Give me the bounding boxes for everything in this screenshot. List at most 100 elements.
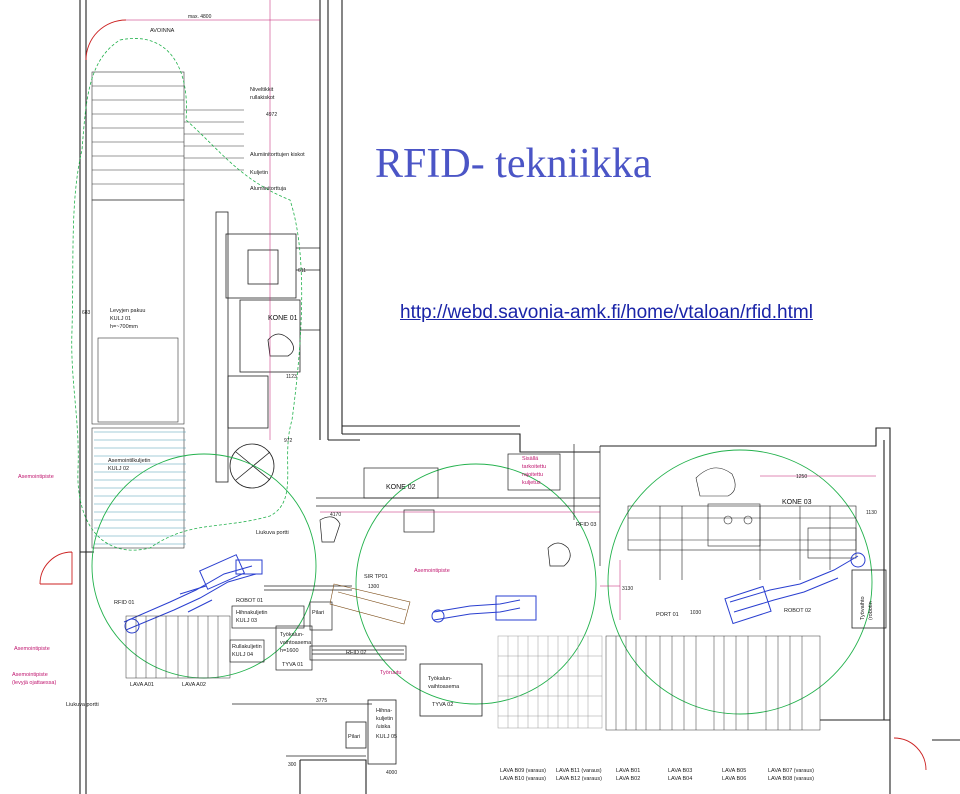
conveyor-kulj02 xyxy=(94,431,186,545)
legend-lava-1-0: LAVA B10 (varaus) xyxy=(500,776,546,782)
label-pilari-1: Pilari xyxy=(312,610,324,616)
label-rfid03: RFID 03 xyxy=(576,522,596,528)
label-hihna1: Hihna- xyxy=(376,708,392,714)
kone01-machine xyxy=(215,211,320,489)
label-kuljetin: Kuljetin xyxy=(250,170,268,176)
label-rullakulj: Rullakuljetin xyxy=(232,644,262,650)
dim-972: 972 xyxy=(284,438,293,444)
legend-lava-1-2: LAVA B02 xyxy=(616,776,640,782)
reach-boundary xyxy=(71,38,303,551)
label-pilari-2: Pilari xyxy=(348,734,360,740)
label-asemointipiste-2: Asemointipiste xyxy=(14,646,50,652)
label-kulj03: KULJ 03 xyxy=(236,618,257,624)
legend-lava-1-4: LAVA B06 xyxy=(722,776,746,782)
label-tyokalun-02b: vaihtoasema xyxy=(428,684,460,690)
label-levy3: h=~700mm xyxy=(110,324,138,330)
label-kulj05: KULJ 05 xyxy=(376,734,397,740)
robot01 xyxy=(123,554,263,634)
label-lava-a01: LAVA A01 xyxy=(130,682,154,688)
label-sisalla1: Sisällä xyxy=(522,456,539,462)
dim-300: 300 xyxy=(288,762,297,768)
label-levy2: KULJ 01 xyxy=(110,316,131,322)
dim-4170: 4170 xyxy=(330,512,341,518)
label-kulj02: KULJ 02 xyxy=(108,466,129,472)
pallets-a xyxy=(125,615,231,679)
label-niveltikit: Niveltikkit xyxy=(250,87,274,93)
label-rullakiskot: rullakiskot xyxy=(250,95,275,101)
robot02 xyxy=(724,552,866,625)
label-tyokalun3: h=1600 xyxy=(280,648,299,654)
label-hihnakulj: Hihnakuljetin xyxy=(236,610,268,616)
label-robot01: ROBOT 01 xyxy=(236,598,263,604)
legend-lava-1-5: LAVA B08 (varaus) xyxy=(768,776,814,782)
legend-lava-1-1: LAVA B12 (varaus) xyxy=(556,776,602,782)
label-tyva03b: (robotin xyxy=(868,601,874,620)
label-kulj04: KULJ 04 xyxy=(232,652,253,658)
label-hihna3: /uiska xyxy=(376,724,391,730)
dim-3775: 3775 xyxy=(316,698,327,704)
pallet-legend: LAVA B09 (varaus) LAVA B11 (varaus) LAVA B… xyxy=(500,768,814,782)
dim-3130: 3130 xyxy=(622,586,633,592)
label-sir-tp01: SIR TP01 xyxy=(364,574,388,580)
label-tyva03a: Työvaihto xyxy=(860,596,866,620)
label-robot02: ROBOT 02 xyxy=(784,608,811,614)
label-tyoruutu: Työruutu xyxy=(380,670,401,676)
dim-683: 683 xyxy=(82,310,91,316)
label-tyva01: TYVA 01 xyxy=(282,662,303,668)
label-kone03: KONE 03 xyxy=(782,499,812,506)
tool-station-03 xyxy=(851,569,887,629)
building-walls xyxy=(79,0,960,794)
label-lava-a02: LAVA A02 xyxy=(182,682,206,688)
label-asemointilkulj: Asemointilkuljetin xyxy=(108,458,151,464)
legend-lava-0-5: LAVA B07 (varaus) xyxy=(768,768,814,774)
label-levyja: (levyjä ojattaessa) xyxy=(12,680,56,686)
label-kone02: KONE 02 xyxy=(386,484,416,491)
label-port01: PORT 01 xyxy=(656,612,679,618)
rfid-link[interactable]: http://webd.savonia-amk.fi/home/vtaloan/… xyxy=(400,302,813,323)
kone02-line xyxy=(316,444,601,567)
label-rfid01: RFID 01 xyxy=(114,600,134,606)
label-alu-kiskot: Alumiinitorttujen kiskot xyxy=(250,152,305,158)
legend-lava-0-1: LAVA B11 (varaus) xyxy=(556,768,602,774)
slide-title: RFID- tekniikka xyxy=(375,141,652,187)
legend-lava-0-0: LAVA B09 (varaus) xyxy=(500,768,546,774)
dimension-lines xyxy=(126,0,876,620)
dim-4000: 4000 xyxy=(386,770,397,776)
dim-1130: 1130 xyxy=(866,510,877,516)
label-alu-torttuja: Alumiinitorttuja xyxy=(250,186,287,192)
dim-max: max. 4800 xyxy=(188,14,212,20)
legend-lava-0-2: LAVA B01 xyxy=(616,768,640,774)
label-levy1: Levyjen pakuu xyxy=(110,308,145,314)
label-asemointipiste-3: Asemointipiste xyxy=(12,672,48,678)
label-tyva02: TYVA 02 xyxy=(432,702,453,708)
label-tyokalun-02a: Työkalun- xyxy=(428,676,452,682)
label-asemointipiste-1: Asemointipiste xyxy=(18,474,54,480)
label-sisalla3: rajoitettu xyxy=(522,472,543,478)
legend-lava-1-3: LAVA B04 xyxy=(668,776,692,782)
plan-labels: max. 4800 AVOINNA Niveltikkit rullakisko… xyxy=(12,14,877,776)
dim-1250: 1250 xyxy=(796,474,807,480)
label-rfid02: RFID 02 xyxy=(346,650,366,656)
dim-1030: 1030 xyxy=(690,610,701,616)
label-liukuva-portti: Liukuva portti xyxy=(256,530,289,536)
label-sisalla4: kuljetus xyxy=(522,480,541,486)
kone03-line xyxy=(627,467,857,580)
label-avoinna: AVOINNA xyxy=(150,28,175,34)
label-tyokalun2: vaihtoasema xyxy=(280,640,312,646)
robot-middle xyxy=(431,595,537,623)
left-stations xyxy=(229,585,407,671)
pallets-right xyxy=(605,635,821,731)
pallets-middle xyxy=(497,635,603,729)
doors xyxy=(39,19,927,771)
sir-frame xyxy=(329,583,411,625)
label-hihna2: kuljetin xyxy=(376,716,393,722)
label-kone01: KONE 01 xyxy=(268,315,298,322)
dim-1300: 1300 xyxy=(368,584,379,590)
label-asemointipiste-4: Asemointipiste xyxy=(414,568,450,574)
label-liukuva-portti-2: Liukuva portti xyxy=(66,702,99,708)
tyva02-box xyxy=(232,663,483,765)
dim-4972: 4972 xyxy=(266,112,277,118)
dim-611: 611 xyxy=(298,268,306,274)
